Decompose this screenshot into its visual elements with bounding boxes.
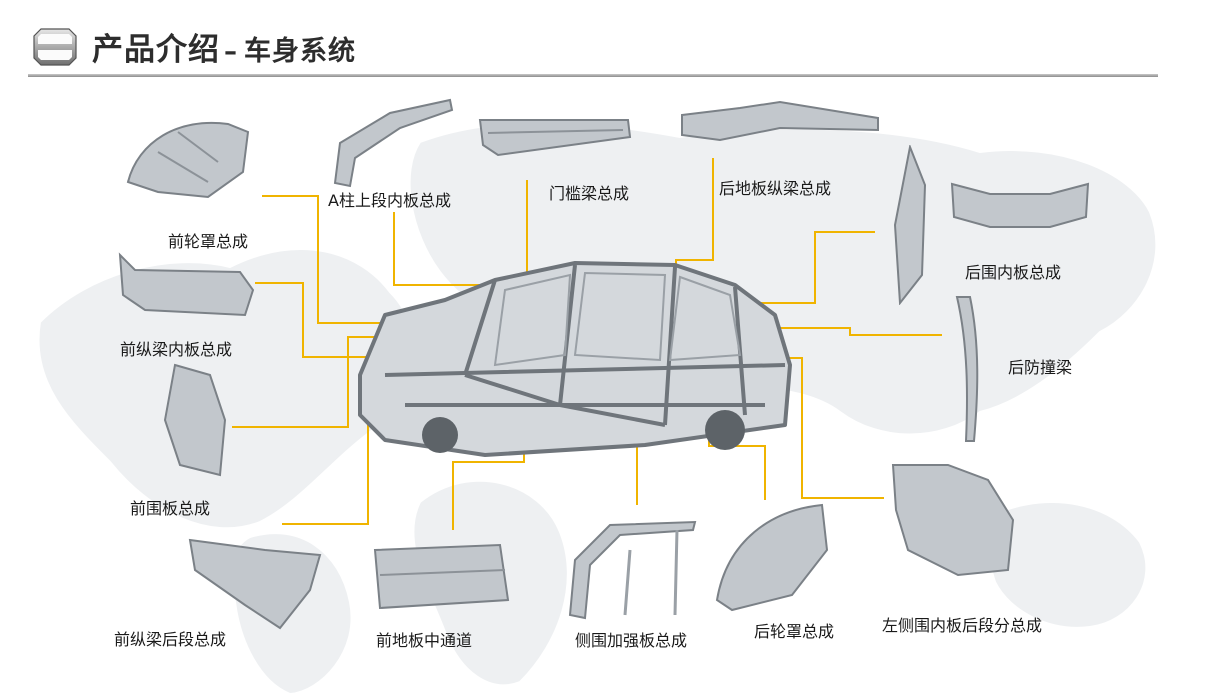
label-rear-wheel-house: 后轮罩总成 — [754, 622, 835, 641]
part-image-a-pillar — [333, 98, 454, 188]
label-front-panel: 前围板总成 — [130, 499, 211, 518]
label-front-rail-inner: 前纵梁内板总成 — [120, 340, 233, 359]
header: 产品介绍–车身系统 — [0, 0, 1210, 80]
part-image-sill-beam — [478, 119, 632, 157]
label-a-pillar-upper-inner: A柱上段内板总成 — [328, 191, 451, 210]
car-body-in-white-image — [358, 261, 792, 457]
label-front-wheel-house: 前轮罩总成 — [168, 232, 249, 251]
part-image-rear-floor-rail — [681, 100, 879, 142]
company-logo-icon — [33, 28, 77, 66]
label-side-reinforcement: 侧围加强板总成 — [575, 631, 688, 650]
label-rear-bumper-beam: 后防撞梁 — [1008, 358, 1073, 377]
part-image-side-member — [893, 145, 927, 305]
part-image-side-reinforcement — [568, 520, 697, 620]
label-rear-floor-rail: 后地板纵梁总成 — [719, 179, 832, 198]
part-image-left-side-inner-rear — [891, 464, 1015, 577]
part-image-rear-wheel-house — [715, 503, 829, 612]
label-sill-beam: 门槛梁总成 — [549, 184, 630, 203]
part-image-front-panel — [163, 363, 227, 477]
part-image-front-floor-tunnel — [373, 543, 510, 610]
part-image-rear-inner-panel — [950, 182, 1090, 228]
part-image-rear-bumper-beam — [955, 296, 979, 442]
label-left-side-inner-rear: 左侧围内板后段分总成 — [882, 616, 1043, 635]
part-image-front-rail-inner — [118, 252, 255, 317]
label-rear-inner-panel: 后围内板总成 — [965, 263, 1062, 282]
page-title: 产品介绍–车身系统 — [92, 24, 356, 69]
label-front-rail-rear: 前纵梁后段总成 — [114, 630, 227, 649]
label-front-floor-tunnel: 前地板中通道 — [376, 631, 473, 650]
title-separator: – — [224, 37, 238, 67]
title-subtitle: 车身系统 — [244, 36, 356, 67]
title-main: 产品介绍 — [92, 32, 220, 68]
part-image-front-wheel-house — [126, 121, 250, 199]
part-image-front-rail-rear — [188, 538, 322, 630]
header-rule — [28, 74, 1158, 77]
